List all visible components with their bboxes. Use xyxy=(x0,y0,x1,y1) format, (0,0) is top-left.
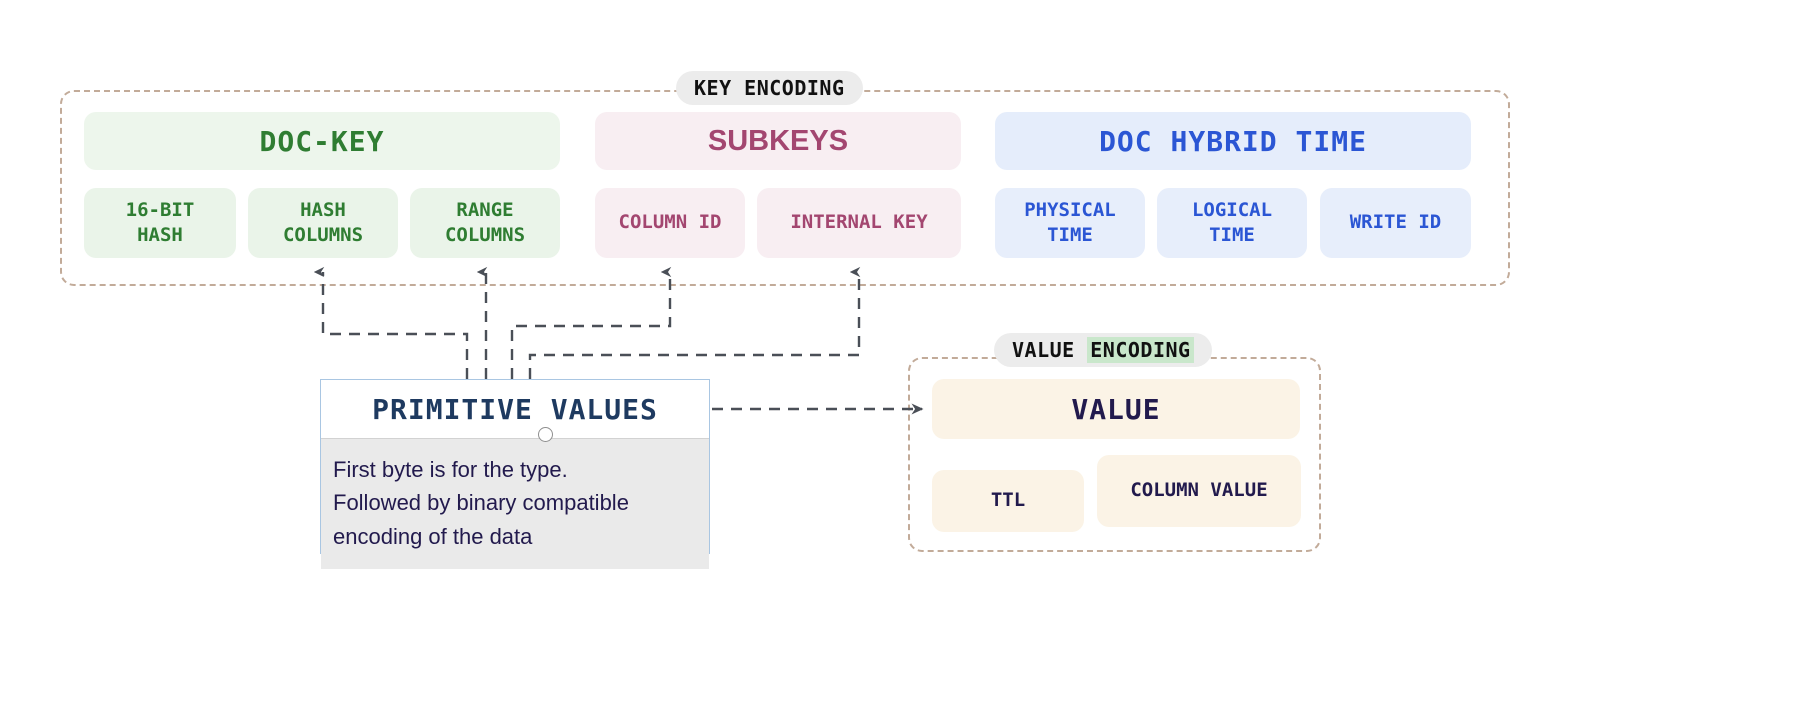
key-encoding-badge: KEY ENCODING xyxy=(676,71,863,105)
leaf-logical-time: LOGICAL TIME xyxy=(1157,188,1307,258)
leaf-hash-columns: HASH COLUMNS xyxy=(248,188,398,258)
connector-to-internal-key xyxy=(528,266,861,379)
value-encoding-badge-highlight: ENCODING xyxy=(1087,337,1194,363)
leaf-column-id: COLUMN ID xyxy=(595,188,745,258)
group-header-doc-key: DOC-KEY xyxy=(84,112,560,170)
leaf-write-id: WRITE ID xyxy=(1320,188,1471,258)
connector-to-column-id xyxy=(510,266,672,379)
primitive-values-title: PRIMITIVE VALUES xyxy=(321,380,709,438)
value-encoding-badge: VALUE ENCODING xyxy=(994,333,1212,367)
leaf-range-columns: RANGE COLUMNS xyxy=(410,188,560,258)
leaf-internal-key: INTERNAL KEY xyxy=(757,188,961,258)
leaf-16-bit-hash: 16-BIT HASH xyxy=(84,188,236,258)
value-encoding-badge-prefix: VALUE xyxy=(1012,338,1075,362)
primitive-values-node[interactable]: PRIMITIVE VALUES First byte is for the t… xyxy=(320,379,710,570)
group-header-value: VALUE xyxy=(932,379,1300,439)
key-encoding-badge-prefix: KEY xyxy=(694,76,732,100)
connector-to-hash-columns xyxy=(313,266,469,379)
group-header-doc-hybrid-time: DOC HYBRID TIME xyxy=(995,112,1471,170)
leaf-physical-time: PHYSICAL TIME xyxy=(995,188,1145,258)
primitive-values-anchor-handle[interactable] xyxy=(538,427,553,442)
group-header-subkeys: SUBKEYS xyxy=(595,112,961,170)
leaf-column-value: COLUMN VALUE xyxy=(1097,455,1301,527)
primitive-values-description: First byte is for the type. Followed by … xyxy=(321,438,709,570)
key-encoding-badge-highlight: ENCODING xyxy=(744,76,845,100)
leaf-ttl: TTL xyxy=(932,470,1084,532)
